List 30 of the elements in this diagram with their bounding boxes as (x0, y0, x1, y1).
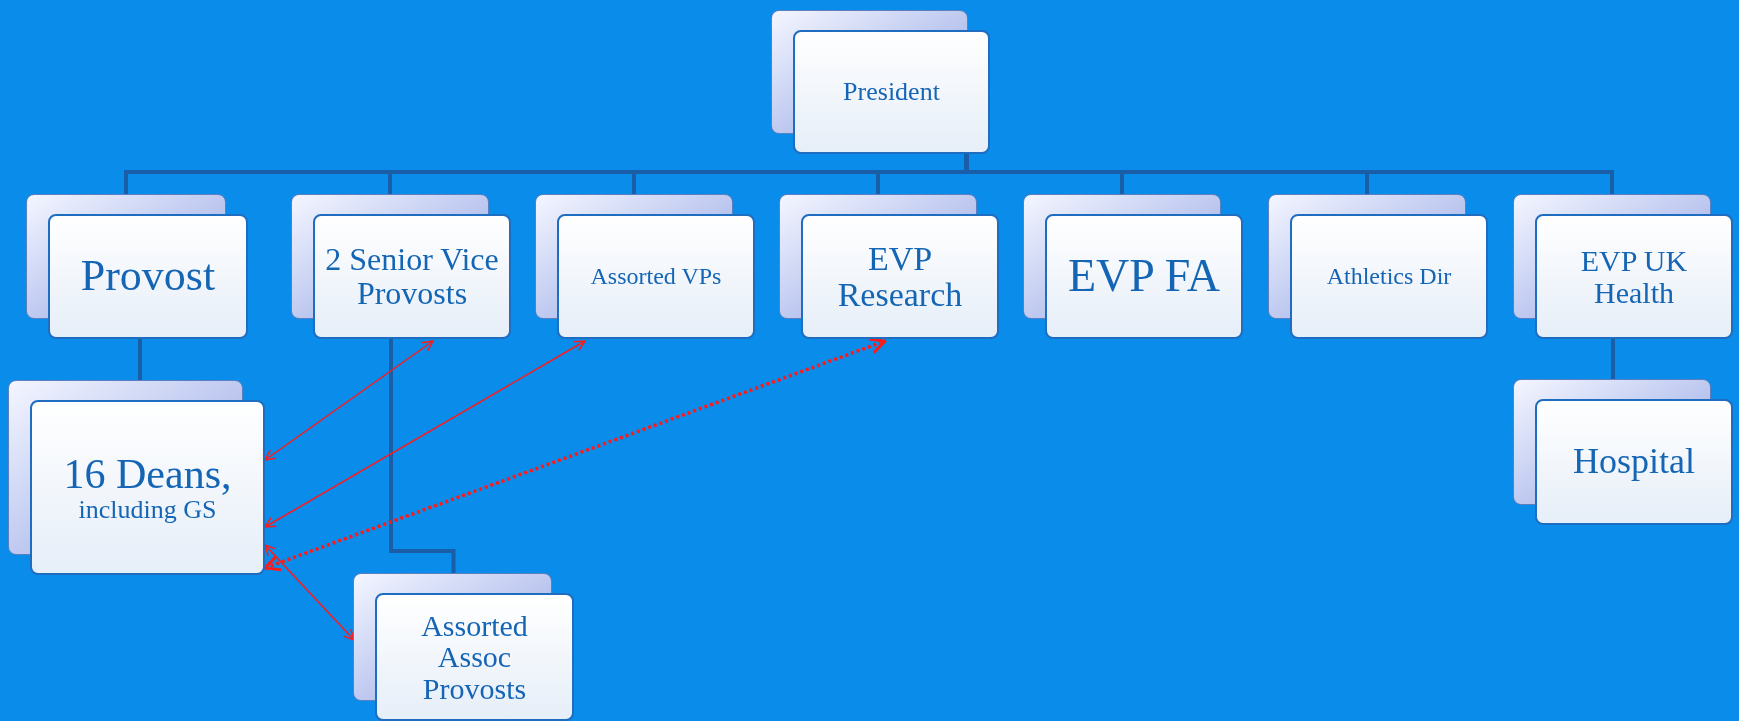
stacked-card (291, 194, 511, 339)
stacked-card (26, 194, 248, 339)
connector-line (1611, 339, 1615, 379)
double-arrow (263, 337, 887, 572)
card-label: EVP FA (1067, 252, 1221, 301)
stacked-card (779, 194, 999, 339)
stacked-card (1023, 194, 1243, 339)
stacked-card (1513, 379, 1733, 525)
stacked-card (535, 194, 755, 339)
stacked-card (8, 380, 265, 575)
double-arrow (264, 340, 586, 528)
stacked-card (1268, 194, 1488, 339)
card-label: Athletics Dir (1326, 263, 1452, 290)
stacked-card (1513, 194, 1733, 339)
card-label: Assorted VPs (590, 263, 722, 290)
stacked-card (353, 573, 574, 721)
double-arrow (264, 340, 434, 461)
stacked-card (771, 10, 990, 154)
card-label: EVP Research (836, 240, 964, 313)
card-label: President (843, 78, 940, 106)
card-label: EVP UK Health (1579, 245, 1689, 308)
card-label: Hospital (1573, 443, 1695, 481)
double-arrow (264, 544, 355, 641)
card-label: 2 Senior Vice Provosts (324, 242, 500, 311)
connector-line (138, 339, 142, 380)
card-label: Provost (80, 253, 216, 300)
connector-line (389, 339, 456, 573)
card-label: Assorted Assoc Provosts (420, 609, 529, 705)
card-label: 16 Deans, (63, 451, 232, 496)
card-label: including GS (78, 495, 217, 524)
